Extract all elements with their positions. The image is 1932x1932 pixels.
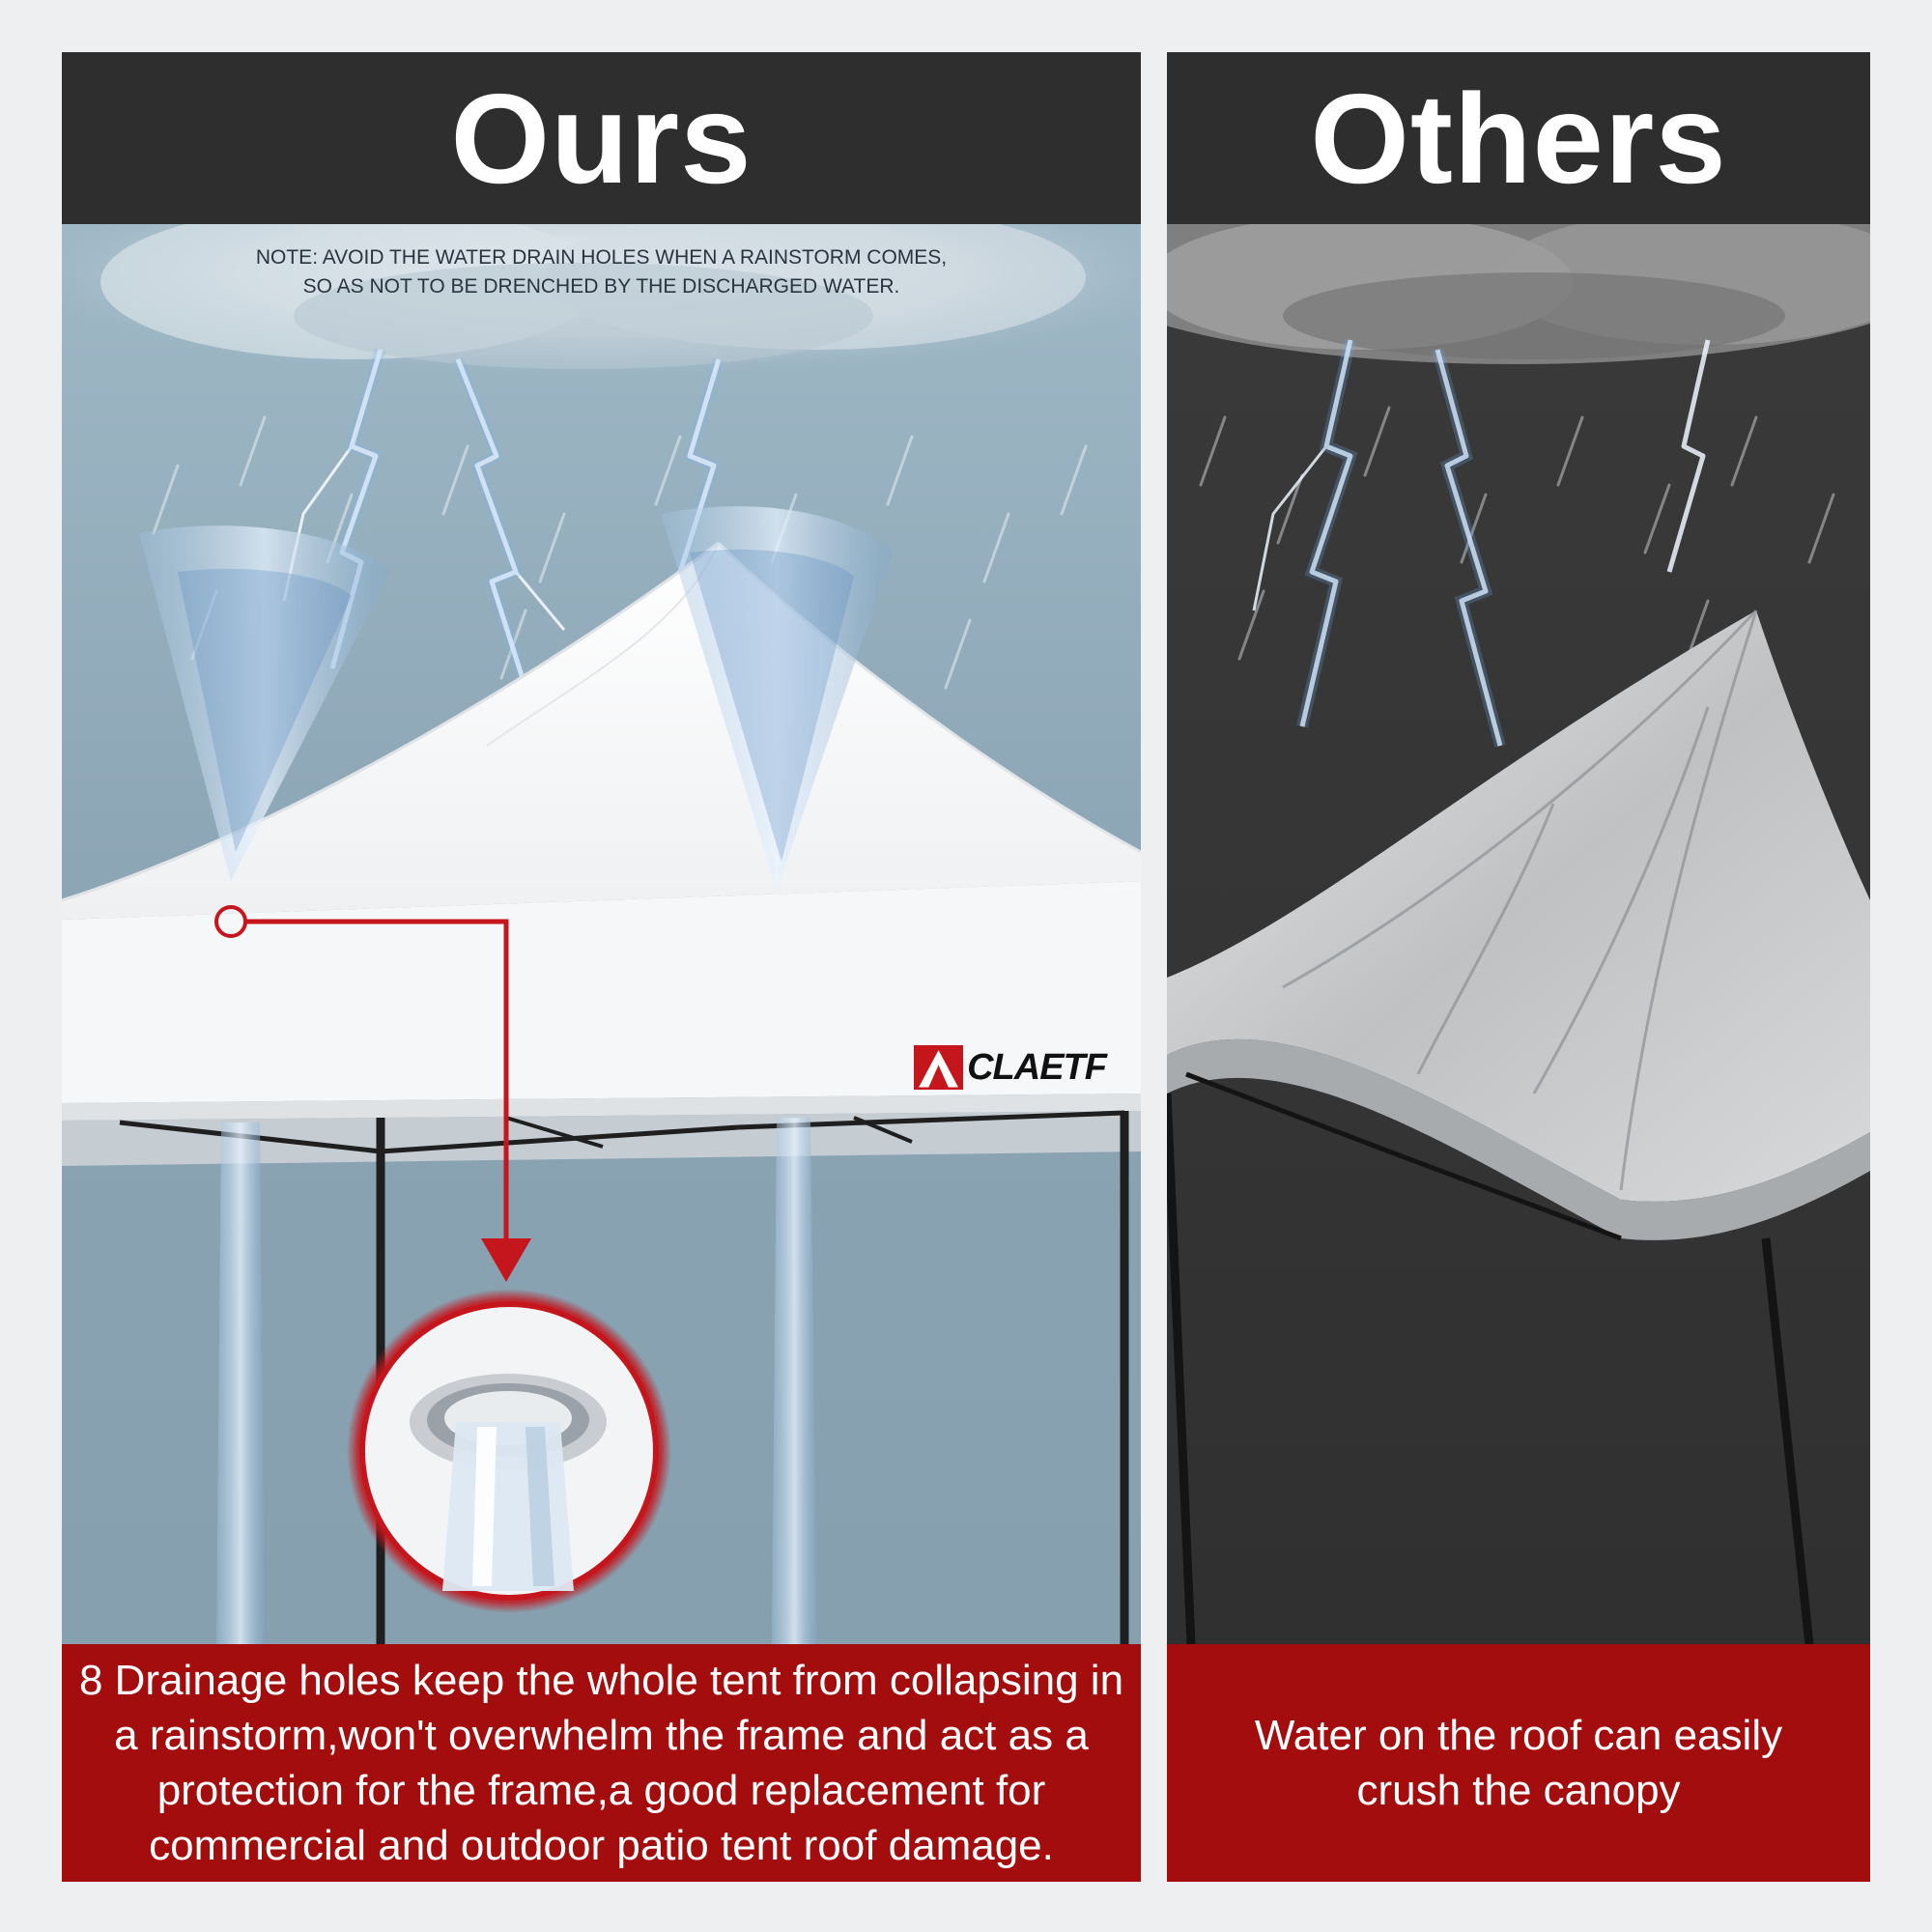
brand-name: CLAETF — [967, 1046, 1107, 1088]
panel-ours: Ours — [62, 52, 1141, 1882]
others-scene — [1167, 224, 1870, 1644]
storm-cloud-icon — [62, 224, 1141, 379]
note-line-1: NOTE: AVOID THE WATER DRAIN HOLES WHEN A… — [255, 246, 948, 269]
ours-caption: 8 Drainage holes keep the whole tent fro… — [62, 1644, 1141, 1882]
drain-hole-icon — [347, 1289, 671, 1613]
collapsed-canopy — [1167, 609, 1870, 1240]
water-vortex-icon — [139, 506, 893, 891]
storm-cloud-icon — [1167, 224, 1870, 364]
others-title: Others — [1167, 52, 1870, 224]
storm-note: NOTE: AVOID THE WATER DRAIN HOLES WHEN A… — [62, 243, 1141, 301]
brand-logo: CLAETF — [914, 1045, 1107, 1090]
tent-frame — [1167, 1071, 1814, 1644]
tent-canopy — [62, 541, 1141, 1166]
panel-others: Others — [1167, 52, 1870, 1882]
ours-title: Ours — [62, 52, 1141, 224]
brand-mark-icon — [914, 1045, 964, 1090]
others-caption: Water on the roof can easily crush the c… — [1167, 1644, 1870, 1882]
others-illustration — [1167, 224, 1870, 1644]
arrow-down-icon — [245, 919, 531, 1282]
ours-scene: NOTE: AVOID THE WATER DRAIN HOLES WHEN A… — [62, 224, 1141, 1644]
lightning-icon — [1252, 339, 1711, 747]
note-line-2: SO AS NOT TO BE DRENCHED BY THE DISCHARG… — [302, 275, 900, 298]
ours-illustration: NOTE: AVOID THE WATER DRAIN HOLES WHEN A… — [62, 224, 1141, 1644]
water-stream — [216, 1118, 817, 1644]
